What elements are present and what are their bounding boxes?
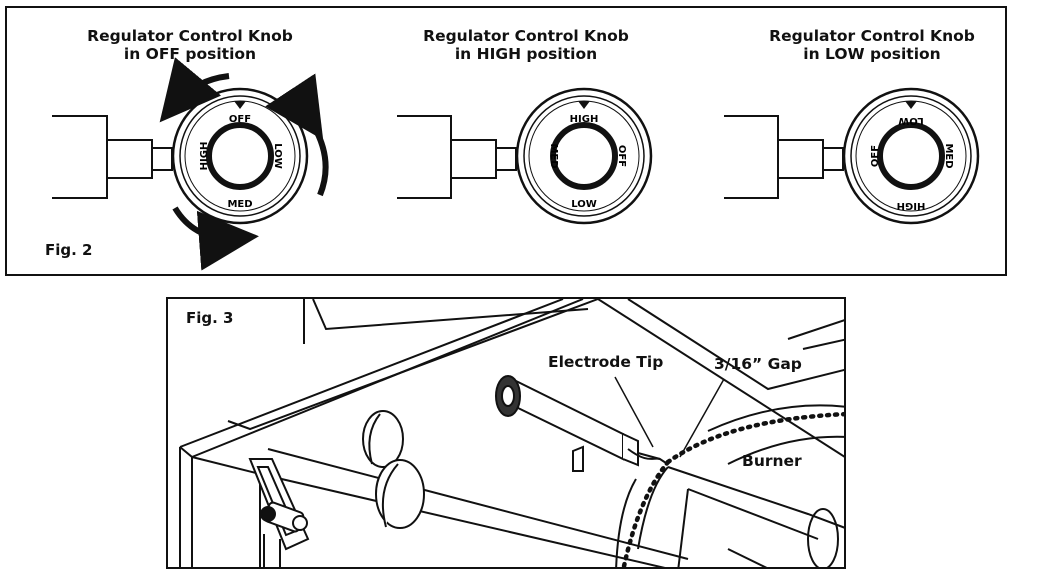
- knob-off-title-line2: in OFF position: [123, 45, 257, 63]
- knob-off-dial-top: OFF: [229, 114, 251, 125]
- knob-low-title-line1: Regulator Control Knob: [769, 27, 975, 45]
- fig2-label: Fig. 2: [45, 241, 93, 259]
- fig3-drawing: [179, 299, 844, 567]
- electrode-wire: [627, 448, 667, 464]
- burner-label: Burner: [742, 452, 802, 470]
- knob-high-title: Regulator Control Knob in HIGH position: [396, 27, 656, 63]
- rotate-arrow-top: [159, 57, 230, 123]
- electrode-tip-label: Electrode Tip: [548, 353, 664, 371]
- knob-high-title-line2: in HIGH position: [454, 45, 598, 63]
- rotate-arrow-bottom: [172, 206, 259, 271]
- knob-high-assembly: [397, 87, 653, 225]
- knob-high-title-line1: Regulator Control Knob: [423, 27, 629, 45]
- air-openings: [362, 410, 425, 529]
- side-rail: [179, 299, 689, 567]
- knob-off-dial-right: LOW: [272, 143, 283, 169]
- rotate-arrow-right: [265, 73, 329, 197]
- knob-high-dial-right: OFF: [616, 145, 627, 167]
- knob-low-assembly: [724, 87, 980, 225]
- burner-tube: [667, 466, 844, 567]
- knob-off-title-line1: Regulator Control Knob: [87, 27, 293, 45]
- fig2-drawing: OFF MED HIGH LOW HIGH LOW MED OFF: [52, 57, 980, 271]
- knob-low-dial-left: OFF: [870, 145, 881, 167]
- fig2-panel: OFF MED HIGH LOW HIGH LOW MED OFF: [5, 6, 1007, 276]
- knob-high-dial-top: HIGH: [570, 114, 599, 125]
- grill-body-lines: [303, 299, 844, 458]
- knob-off-dial-bottom: MED: [227, 199, 252, 210]
- latch-handle: [248, 458, 310, 567]
- knob-low-title-line2: in LOW position: [803, 45, 941, 63]
- knob-low-dial-bottom: HIGH: [897, 200, 926, 211]
- knob-high-dial-left: MED: [548, 143, 559, 168]
- knob-off-assembly: [52, 87, 309, 225]
- knob-low-dial-top: LOW: [898, 115, 924, 126]
- fig3-panel: Fig. 3 Electrode Tip 3/16” Gap Burner: [166, 297, 846, 569]
- knob-low-dial-right: MED: [943, 143, 954, 168]
- fig3-label: Fig. 3: [186, 309, 234, 327]
- burner: [615, 404, 844, 567]
- knob-off-title: Regulator Control Knob in OFF position: [60, 27, 320, 63]
- gas-tube: [495, 375, 661, 472]
- gap-label: 3/16” Gap: [714, 355, 802, 373]
- electrode-leader: [614, 376, 654, 448]
- knob-off-dial-left: HIGH: [199, 142, 210, 171]
- knob-high-dial-bottom: LOW: [571, 199, 597, 210]
- gap-leader: [679, 378, 725, 458]
- knob-low-title: Regulator Control Knob in LOW position: [742, 27, 1002, 63]
